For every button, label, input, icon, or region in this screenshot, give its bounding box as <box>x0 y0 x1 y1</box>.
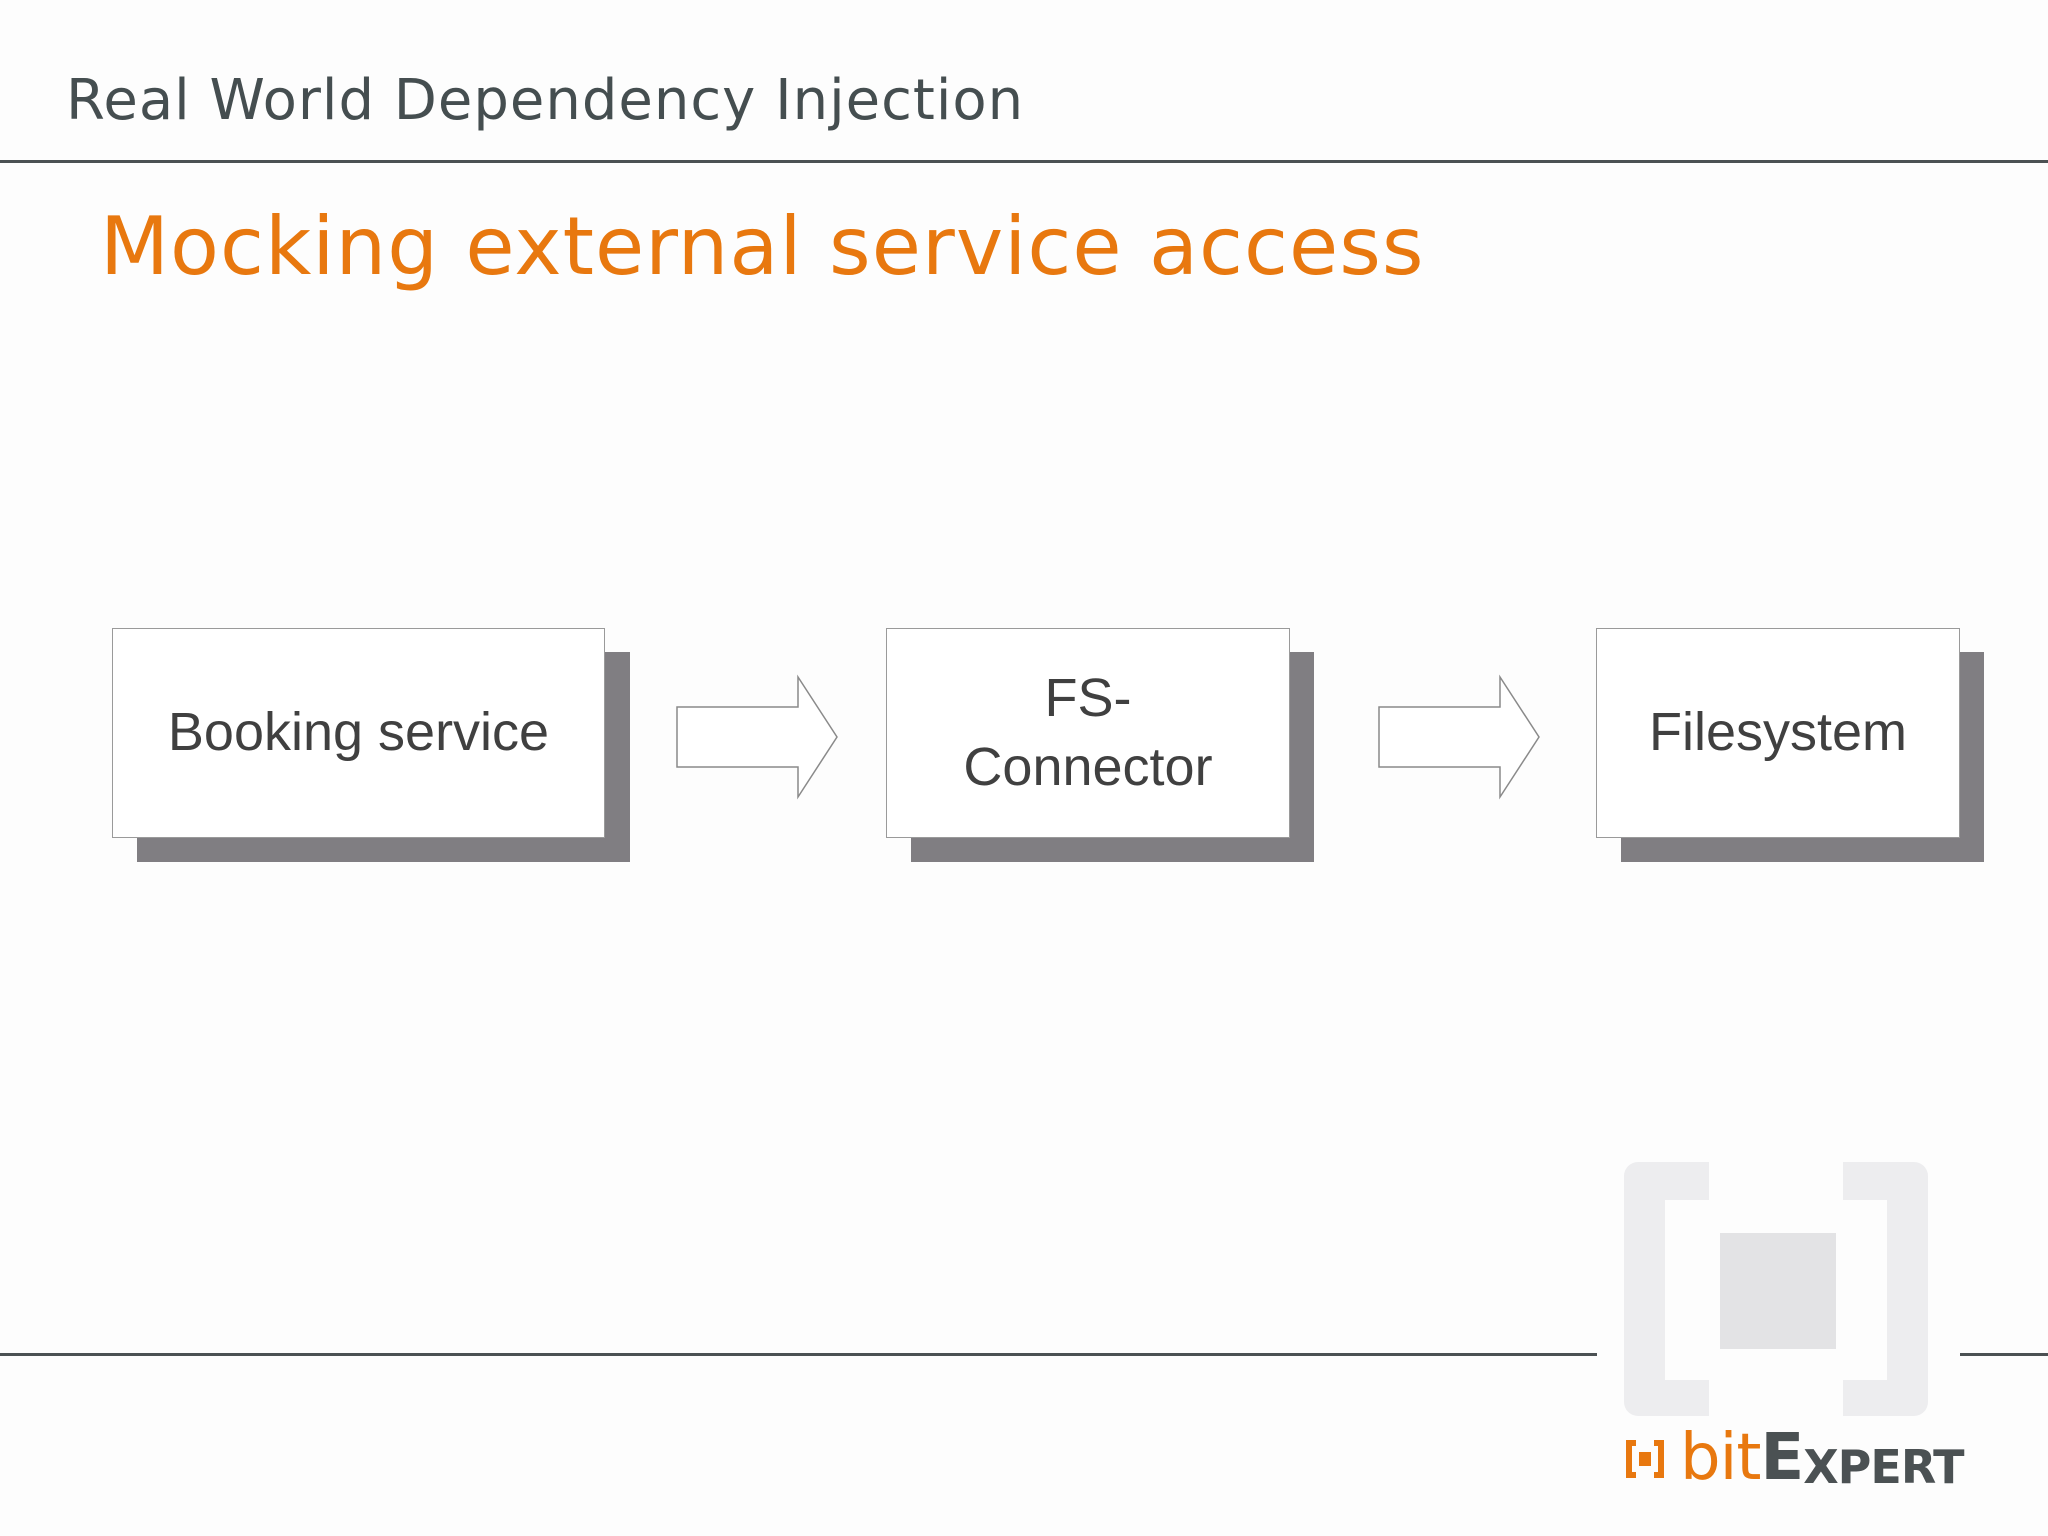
node-booking-service: Booking service <box>112 628 605 838</box>
arrow-booking-to-connector <box>676 674 838 800</box>
node-filesystem: Filesystem <box>1596 628 1960 838</box>
node-fs-connector-label-line-2: Connector <box>963 737 1213 797</box>
brand-bit: bit <box>1680 1421 1761 1495</box>
brand-expert-initial: E <box>1760 1421 1805 1495</box>
header-title: Real World Dependency Injection <box>66 68 1025 133</box>
bitexpert-mark-icon <box>1626 1440 1664 1478</box>
brand-logo: bit E XPERT <box>1622 1420 1965 1495</box>
node-booking-service-label: Booking service <box>167 702 550 763</box>
brand-expert-rest: XPERT <box>1803 1440 1964 1494</box>
node-filesystem-label: Filesystem <box>1648 702 1908 763</box>
bitexpert-watermark-icon <box>1624 1162 1928 1418</box>
slide-title: Mocking external service access <box>100 200 1425 293</box>
footer-divider-right <box>1960 1353 2048 1356</box>
node-fs-connector-label-line-1: FS- <box>1044 667 1132 728</box>
arrow-connector-to-filesystem <box>1378 674 1540 800</box>
footer-divider-left <box>0 1353 1597 1356</box>
header-divider <box>0 160 2048 163</box>
node-fs-connector: FS- Connector <box>886 628 1290 838</box>
